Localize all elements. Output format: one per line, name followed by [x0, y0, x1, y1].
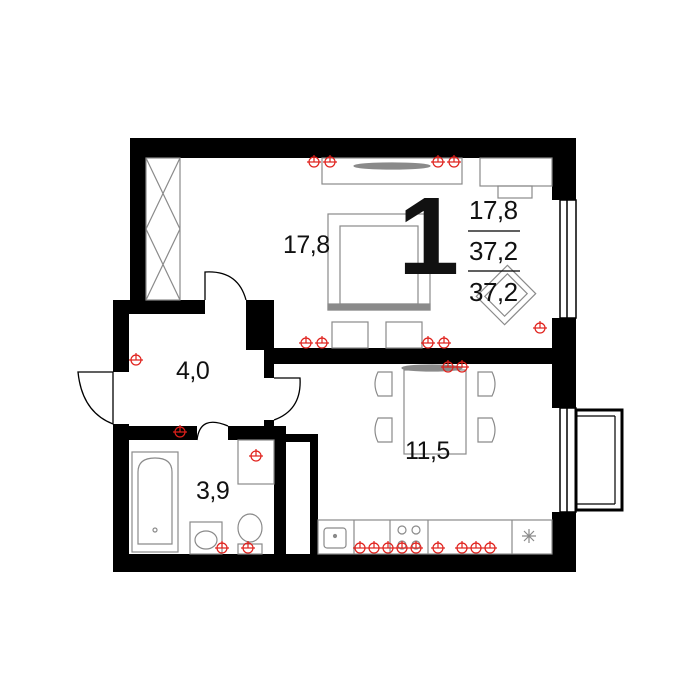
bedroom-area-label: 17,8 [283, 231, 330, 259]
hall-area-label: 4,0 [176, 357, 210, 385]
doors [77, 271, 301, 441]
bathroom-area-label: 3,9 [196, 477, 230, 505]
living-area-value: 17,8 [469, 195, 518, 225]
kitchen-area-label: 11,5 [405, 437, 450, 465]
bathroom-fixtures [131, 439, 275, 555]
rooms-count: 1 [398, 175, 459, 298]
windows [559, 199, 624, 513]
sockets [129, 155, 547, 554]
area-summary-dividers [468, 230, 520, 272]
total-area-value-2: 37,2 [469, 277, 518, 307]
walls [113, 138, 576, 572]
bedroom-furniture [145, 157, 553, 349]
total-area-value: 37,2 [469, 236, 518, 266]
